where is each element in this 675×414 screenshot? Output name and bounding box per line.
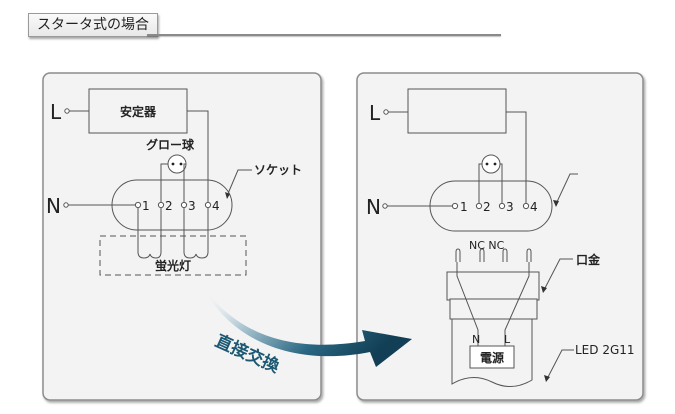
replace-arrow — [202, 285, 412, 367]
left-pin-4: 4 — [212, 199, 220, 213]
fluorescent-lamp-box — [99, 235, 247, 276]
right-terminal-l: L — [369, 101, 381, 125]
led-n-label: N — [472, 333, 480, 346]
left-pin-2: 2 — [165, 199, 173, 213]
right-pin-4: 4 — [530, 200, 538, 214]
nc-label: NC NC — [469, 239, 505, 252]
led-tube — [451, 319, 533, 387]
right-pin-2: 2 — [483, 200, 491, 214]
left-terminal-l: L — [50, 100, 62, 124]
led-base — [446, 271, 540, 301]
right-panel — [356, 72, 644, 401]
led-pins — [455, 248, 532, 262]
right-socket-callout-arrowhead — [553, 200, 559, 207]
fluorescent-lamp-label: 蛍光灯 — [155, 258, 191, 273]
right-pin-3: 3 — [506, 200, 514, 214]
base-label: 口金 — [576, 252, 601, 267]
title-divider — [147, 34, 501, 36]
power-supply-label: 電源 — [480, 350, 504, 365]
left-pin-1: 1 — [142, 199, 150, 213]
glow-lamp — [167, 154, 187, 174]
right-pin-1: 1 — [460, 200, 468, 214]
right-terminal-n: N — [366, 195, 381, 219]
base-callout-arrowhead — [541, 286, 547, 293]
led-model-label: LED 2G11 — [575, 343, 635, 357]
left-circuit — [63, 88, 252, 276]
terminal-n-node — [63, 202, 69, 208]
led-l-label: L — [504, 333, 511, 346]
power-supply-box — [469, 345, 515, 369]
glow-lamp-label: グロー球 — [146, 137, 195, 152]
right-glow-lamp — [481, 154, 501, 174]
socket-label: ソケット — [254, 163, 302, 177]
ballast-label: 安定器 — [120, 104, 157, 119]
left-terminal-n: N — [46, 194, 61, 218]
right-ballast-box — [407, 88, 507, 134]
socket-callout-arrowhead — [225, 192, 230, 199]
left-pin-3: 3 — [188, 199, 196, 213]
terminal-l-node — [64, 108, 70, 114]
section-title: スタータ式の場合 — [28, 13, 158, 37]
led-callout-arrowhead — [544, 375, 550, 382]
right-circuit — [382, 88, 578, 387]
